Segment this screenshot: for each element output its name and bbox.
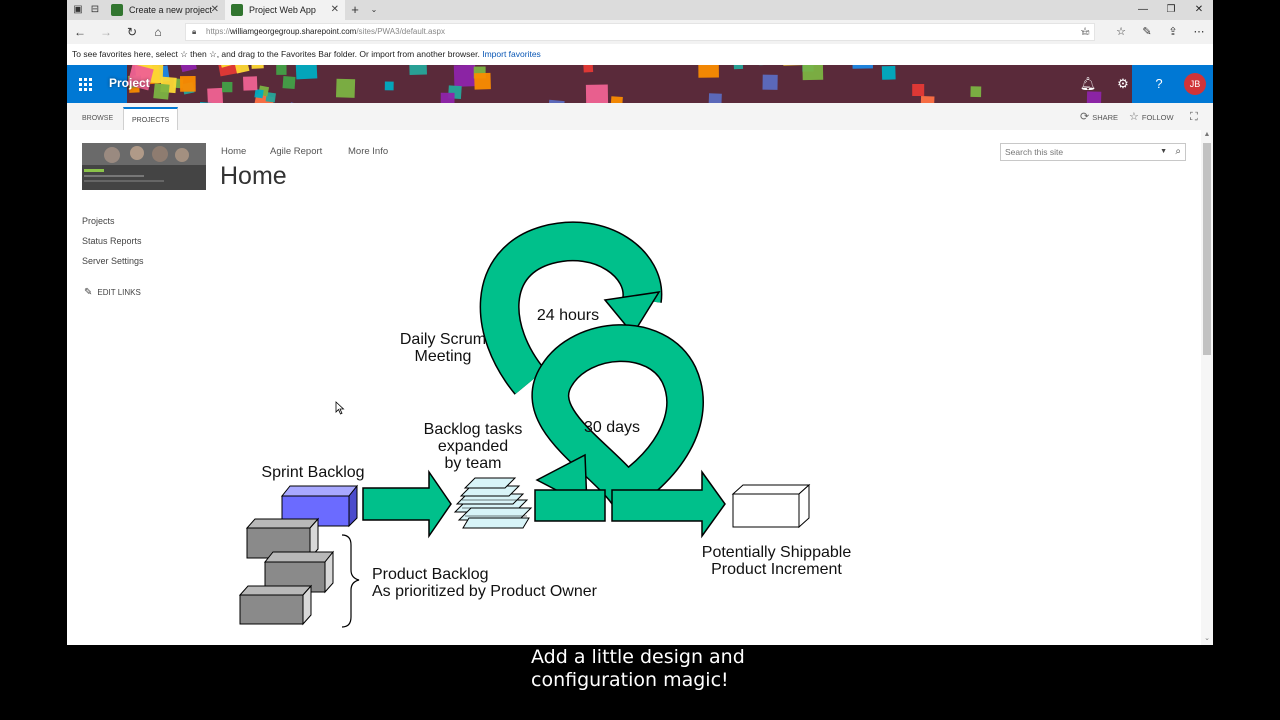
scroll-up-icon[interactable]: ▲ — [1203, 131, 1211, 138]
hours-label: 24 hours — [536, 307, 600, 324]
page-title: Home — [220, 162, 287, 190]
tab-project-web-app[interactable]: Project Web App ✕ — [225, 0, 345, 20]
minimize-button[interactable]: — — [1138, 4, 1148, 15]
tab-browse[interactable]: BROWSE — [82, 115, 114, 122]
leftnav-status-reports[interactable]: Status Reports — [82, 236, 142, 246]
share-icon: ⟳ — [1080, 111, 1090, 123]
tab-projects[interactable]: PROJECTS — [123, 107, 179, 130]
browser-window: ▣ ⊟ Create a new project ✕ Project Web A… — [67, 0, 1213, 645]
set-aside-tabs-icon[interactable]: ⊟ — [90, 4, 100, 15]
banner-image — [127, 65, 1132, 103]
scroll-down-icon[interactable]: ⌄ — [1204, 635, 1210, 642]
project-favicon — [231, 4, 243, 16]
suite-title[interactable]: Project — [109, 76, 150, 90]
import-favorites-link[interactable]: Import favorites — [482, 49, 541, 59]
site-logo[interactable] — [82, 143, 206, 190]
share-button[interactable]: ⟳SHARE — [1080, 111, 1119, 123]
star-icon[interactable]: ☆ — [1080, 26, 1090, 38]
ribbon: BROWSE PROJECTS ⟳SHARE ☆FOLLOW ⛶ — [67, 103, 1213, 130]
sprint-backlog-label: Sprint Backlog — [261, 464, 365, 481]
leftnav-projects[interactable]: Projects — [82, 216, 115, 226]
increment-label: Potentially Shippable Product Increment — [701, 544, 852, 578]
close-window-button[interactable]: ✕ — [1194, 4, 1204, 15]
tab-actions-icon[interactable]: ▣ — [73, 4, 83, 15]
topnav-agile-report[interactable]: Agile Report — [270, 146, 323, 157]
sprint-backlog-box — [280, 484, 359, 528]
days-label: 30 days — [583, 419, 641, 436]
chevron-down-icon[interactable]: ⌄ — [370, 5, 378, 14]
mouse-cursor — [335, 401, 345, 415]
forward-button[interactable]: → — [100, 25, 112, 39]
flow-arrow-2 — [534, 489, 606, 522]
product-backlog-label: Product Backlog As prioritized by Produc… — [372, 566, 597, 600]
home-icon[interactable]: ⌂ — [154, 25, 162, 39]
increment-box — [731, 483, 811, 529]
search-input[interactable]: Search this site ▼ ⌕ — [1000, 143, 1186, 161]
help-icon[interactable]: ? — [1155, 76, 1163, 91]
restore-button[interactable]: ❐ — [1166, 4, 1176, 15]
focus-mode-icon[interactable]: ⛶ — [1190, 111, 1198, 123]
lock-icon: 🔒︎ — [192, 27, 197, 36]
tab-strip: ▣ ⊟ Create a new project ✕ Project Web A… — [67, 0, 1213, 20]
tab-label: Project Web App — [249, 5, 316, 15]
flow-arrow-1 — [362, 469, 452, 539]
pencil-icon: ✎ — [84, 287, 93, 298]
backlog-task-stack — [453, 477, 533, 529]
follow-button[interactable]: ☆FOLLOW — [1129, 111, 1174, 123]
bell-icon[interactable]: 🔔︎ — [1079, 76, 1097, 91]
suite-bar: Project 🔔︎ ⚙ ? JB — [67, 65, 1213, 103]
pen-icon[interactable]: ✎ — [1142, 26, 1152, 38]
flow-arrow-3 — [611, 469, 726, 539]
more-icon[interactable]: ⋯ — [1193, 26, 1205, 38]
address-bar-row: ← → ↻ ⌂ 🔒︎ https://williamgeorgegroup.sh… — [67, 20, 1213, 44]
favorites-icon[interactable]: ☆ — [1116, 26, 1126, 38]
brace — [341, 534, 360, 628]
topnav-more-info[interactable]: More Info — [348, 146, 389, 157]
tab-label: Create a new project — [129, 5, 213, 15]
backlog-tasks-label: Backlog tasks expanded by team — [423, 421, 523, 472]
edit-links-button[interactable]: ✎EDIT LINKS — [84, 287, 141, 298]
share-icon[interactable]: ⇪ — [1168, 26, 1178, 38]
product-backlog-boxes — [238, 517, 335, 626]
back-button[interactable]: ← — [74, 25, 86, 39]
project-favicon — [111, 4, 123, 16]
url-input[interactable]: 🔒︎ https://williamgeorgegroup.sharepoint… — [185, 23, 1095, 41]
app-launcher-icon[interactable] — [67, 65, 103, 103]
refresh-button[interactable]: ↻ — [126, 25, 138, 39]
scrollbar-thumb[interactable] — [1203, 143, 1211, 355]
favorites-bar-text: To see favorites here, select ☆ then ☆, … — [72, 49, 480, 59]
chevron-down-icon[interactable]: ▼ — [1160, 148, 1167, 155]
gear-icon[interactable]: ⚙ — [1117, 76, 1129, 91]
close-icon[interactable]: ✕ — [330, 4, 339, 15]
close-icon[interactable]: ✕ — [210, 4, 219, 15]
daily-scrum-label: Daily Scrum Meeting — [399, 331, 487, 365]
favorites-bar: To see favorites here, select ☆ then ☆, … — [67, 44, 1213, 65]
search-icon[interactable]: ⌕ — [1175, 146, 1181, 157]
star-icon: ☆ — [1129, 111, 1139, 123]
new-tab-button[interactable]: + — [351, 2, 359, 17]
avatar[interactable]: JB — [1184, 73, 1206, 95]
video-caption: Add a little design and configuration ma… — [531, 646, 745, 691]
tab-create-new-project[interactable]: Create a new project ✕ — [105, 0, 225, 20]
topnav-home[interactable]: Home — [221, 146, 247, 157]
leftnav-server-settings[interactable]: Server Settings — [82, 256, 144, 266]
reading-view-icon[interactable]: ▭ — [1081, 27, 1090, 37]
